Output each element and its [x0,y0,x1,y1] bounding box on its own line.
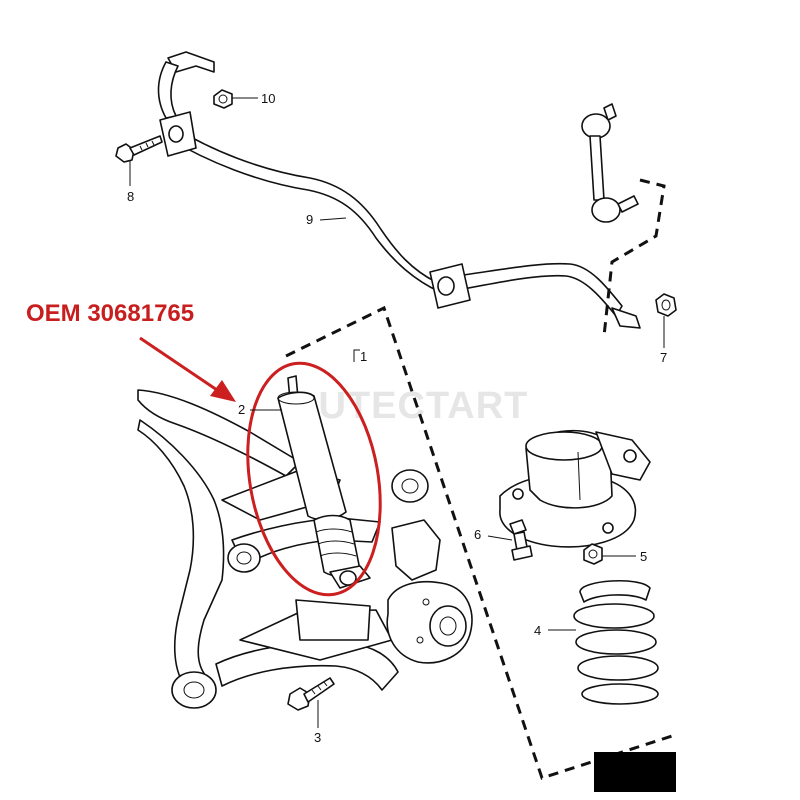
nut-10 [213,89,233,109]
stabilizer-bar [157,51,641,329]
oem-arrow [139,336,236,402]
stabilizer-link [581,103,639,223]
redaction-box [594,752,676,792]
callout-8: 8 [127,189,134,204]
oem-label: OEM 30681765 [26,300,194,327]
callout-7: 7 [660,350,667,365]
callout-10: 10 [261,91,275,106]
callout-6: 6 [474,527,481,542]
callout-1: 1 [360,349,367,364]
coil-spring [573,579,659,705]
leader-lines [129,97,665,728]
subframe [137,389,429,709]
nut-7 [655,293,677,317]
watermark-text: AUTECTART [290,385,528,427]
callout-9: 9 [306,212,313,227]
highlight-ellipse [246,361,382,597]
spring-top-mount [499,429,651,548]
dashed-link-outline [602,178,666,337]
wheel-hub [386,519,473,664]
shock-absorber [277,375,371,589]
bolt-8 [115,135,163,163]
nut-5 [583,543,603,565]
callout-4: 4 [534,623,541,638]
bolt-6 [509,519,533,561]
callout-5: 5 [640,549,647,564]
callout-3: 3 [314,730,321,745]
assembly-outline [285,305,673,780]
bolt-3 [287,677,335,711]
callout-2: 2 [238,402,245,417]
